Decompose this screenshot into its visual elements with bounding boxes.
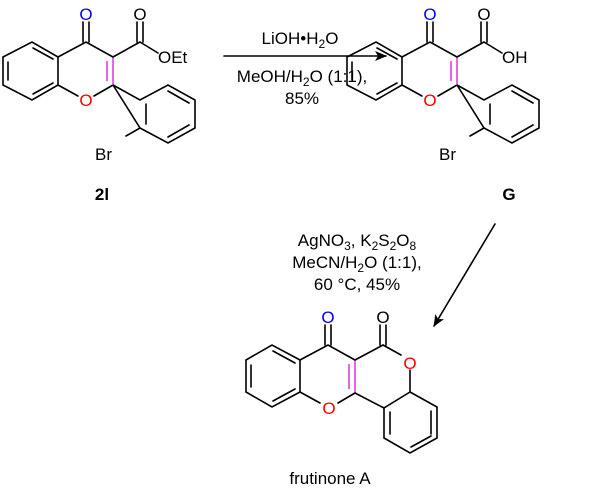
step1-reagent: LiOH•H2O [262,29,339,51]
compound-frutinone-a: O O O O frutinone A [245,308,438,488]
step2-reagent: AgNO3, K2S2O8 [298,231,417,253]
step2-conditions: 60 °C, 45% [314,275,400,294]
atom-o-lactone-carbonyl: O [376,308,389,327]
group-oh: OH [502,48,528,67]
atom-o-lactone-ring: O [403,354,416,373]
atom-o-ester: O [133,5,146,24]
atom-o-acid: O [477,5,490,24]
atom-o-pyran-ring: O [322,399,335,418]
step1-yield: 85% [285,89,319,108]
atom-br: Br [439,145,456,164]
reaction-arrow-2 [433,223,496,327]
compound-g: O O O OH Br G [346,5,540,204]
atom-o-ring: O [423,91,436,110]
atom-o-ketone: O [79,5,92,24]
atom-o-ketone: O [321,308,334,327]
step2-solvent: MeCN/H2O (1:1), [292,253,421,275]
compound-label-frutinone-a: frutinone A [289,469,371,488]
compound-label-g: G [502,185,515,204]
compound-label-2l: 2l [95,185,109,204]
atom-br: Br [95,145,112,164]
group-oet: OEt [158,48,188,67]
compound-2l: O O O OEt Br 2l [2,5,196,204]
step1-solvent: MeOH/H2O (1:1), [237,67,367,89]
atom-o-ketone: O [423,5,436,24]
atom-o-ring: O [79,91,92,110]
